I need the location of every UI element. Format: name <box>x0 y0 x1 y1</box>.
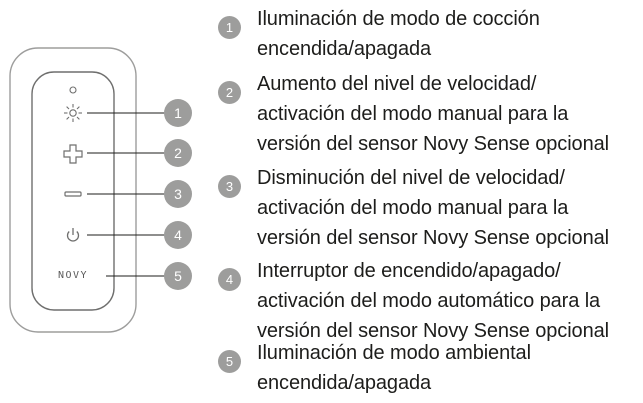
callout-1: 1 <box>164 99 192 127</box>
callout-3: 3 <box>164 180 192 208</box>
callout-4: 4 <box>164 221 192 249</box>
plus-icon[interactable] <box>63 144 83 164</box>
legend-line: versión del sensor Novy Sense opcional <box>257 227 609 249</box>
legend-line: activación del modo manual para la <box>257 103 569 125</box>
legend-line: encendida/apagada <box>257 38 432 60</box>
legend-line: versión del sensor Novy Sense opcional <box>257 133 609 155</box>
legend-line: versión del sensor Novy Sense opcional <box>257 320 609 342</box>
legend-number-badge: 2 <box>218 81 241 104</box>
callout-5: 5 <box>164 262 192 290</box>
legend-description: Disminución del nivel de velocidad/ acti… <box>257 163 643 253</box>
legend-description: Iluminación de modo de cocción encendida… <box>257 4 643 64</box>
legend-line: Disminución del nivel de velocidad/ <box>257 167 565 189</box>
legend-number-badge: 4 <box>218 268 241 291</box>
legend-number-badge: 1 <box>218 16 241 39</box>
light-icon[interactable] <box>64 104 82 122</box>
brand-logo: NOVY <box>58 270 88 281</box>
legend-description: Aumento del nivel de velocidad/ activaci… <box>257 69 643 159</box>
legend-number-badge: 5 <box>218 350 241 373</box>
leader-lines <box>87 112 165 277</box>
legend-line: activación del modo manual para la <box>257 197 569 219</box>
legend-line: Iluminación de modo ambiental <box>257 342 531 364</box>
device-outer-frame <box>9 47 137 333</box>
legend-line: Aumento del nivel de velocidad/ <box>257 73 537 95</box>
legend-number-badge: 3 <box>218 175 241 198</box>
legend-description: Iluminación de modo ambiental encendida/… <box>257 338 643 398</box>
legend-line: activación del modo automático para la <box>257 290 601 312</box>
legend-description: Interruptor de encendido/apagado/ activa… <box>257 256 643 346</box>
legend-line: Interruptor de encendido/apagado/ <box>257 260 561 282</box>
legend-line: encendida/apagada <box>257 372 432 394</box>
svg-text:2: 2 <box>174 145 182 161</box>
callout-2: 2 <box>164 139 192 167</box>
svg-text:3: 3 <box>174 186 182 202</box>
svg-text:4: 4 <box>174 227 182 243</box>
minus-icon[interactable] <box>64 191 82 197</box>
svg-text:5: 5 <box>174 268 182 284</box>
power-icon[interactable] <box>66 228 80 242</box>
sensor-dot <box>69 86 77 94</box>
svg-text:1: 1 <box>174 105 182 121</box>
legend-line: Iluminación de modo de cocción <box>257 8 540 30</box>
device-control-panel <box>31 71 115 311</box>
